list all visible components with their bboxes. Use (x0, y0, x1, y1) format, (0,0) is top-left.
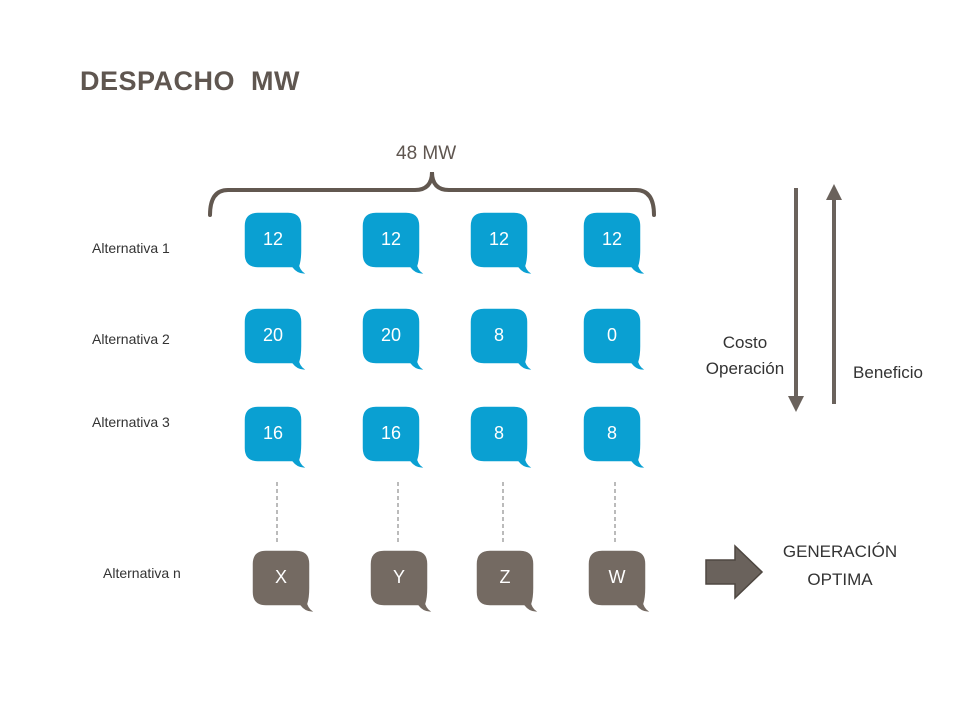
value-bubble: 20 (360, 306, 430, 374)
speech-bubble-shape (582, 405, 650, 470)
variable-bubble: W (586, 548, 656, 616)
speech-bubble-shape (587, 549, 655, 614)
bubble-value: 20 (262, 324, 284, 345)
value-bubble: 16 (242, 404, 312, 472)
value-bubble: 0 (581, 306, 651, 374)
bubble-value: 8 (493, 324, 504, 345)
bubble-value: X (274, 566, 287, 587)
speech-bubble-shape (361, 405, 429, 470)
optimal-generation-arrow (705, 544, 764, 600)
bubble-value: 12 (488, 228, 510, 249)
row-label-alternativa-n: Alternativa n (103, 565, 181, 581)
speech-bubble-shape (361, 211, 429, 276)
bubble-value: Z (499, 566, 511, 587)
bubble-value: 12 (262, 228, 284, 249)
capacity-brace (208, 171, 656, 217)
value-bubble: 8 (468, 306, 538, 374)
cost-label-line2: Operación (705, 359, 785, 378)
speech-bubble-shape (243, 405, 311, 470)
row-label-alternativa-3: Alternativa 3 (92, 414, 170, 430)
bubble-value: 0 (606, 324, 617, 345)
cost-label-line1: Costo (722, 333, 768, 352)
value-bubble: 12 (360, 210, 430, 278)
speech-bubble-shape (243, 211, 311, 276)
variable-bubble: Y (368, 548, 438, 616)
value-bubble: 8 (581, 404, 651, 472)
bubble-value: 8 (493, 422, 504, 443)
value-bubble: 12 (581, 210, 651, 278)
optimal-generation-label: GENERACIÓN OPTIMA (770, 538, 910, 594)
speech-bubble-shape (369, 549, 437, 614)
speech-bubble-shape (469, 405, 537, 470)
speech-bubble-shape (361, 307, 429, 372)
bubble-value: 8 (606, 422, 617, 443)
speech-bubble-shape (475, 549, 543, 614)
value-bubble: 12 (242, 210, 312, 278)
variable-bubble: X (250, 548, 320, 616)
benefit-up-arrow (826, 184, 842, 404)
bubble-value: Y (392, 566, 405, 587)
gen-label-line2: OPTIMA (807, 570, 873, 589)
row-label-alternativa-2: Alternativa 2 (92, 331, 170, 347)
bubble-value: 16 (262, 422, 284, 443)
speech-bubble-shape (251, 549, 319, 614)
speech-bubble-shape (469, 307, 537, 372)
benefit-label: Beneficio (853, 363, 923, 382)
cost-label: Costo Operación (690, 330, 800, 382)
bubble-value: 16 (380, 422, 402, 443)
speech-bubble-shape (243, 307, 311, 372)
row-label-alternativa-1: Alternativa 1 (92, 240, 170, 256)
value-bubble: 16 (360, 404, 430, 472)
speech-bubble-shape (469, 211, 537, 276)
value-bubble: 20 (242, 306, 312, 374)
cost-down-arrow (788, 188, 804, 412)
variable-bubble: Z (474, 548, 544, 616)
bubble-value: W (608, 566, 626, 587)
bubble-value: 20 (380, 324, 402, 345)
total-capacity-label: 48 MW (396, 143, 457, 164)
value-bubble: 12 (468, 210, 538, 278)
value-bubble: 8 (468, 404, 538, 472)
page-title: DESPACHO MW (80, 66, 300, 96)
speech-bubble-shape (582, 307, 650, 372)
bubble-value: 12 (601, 228, 623, 249)
dashed-connectors (276, 482, 616, 543)
gen-label-line1: GENERACIÓN (782, 542, 898, 561)
speech-bubble-shape (582, 211, 650, 276)
bubble-value: 12 (380, 228, 402, 249)
